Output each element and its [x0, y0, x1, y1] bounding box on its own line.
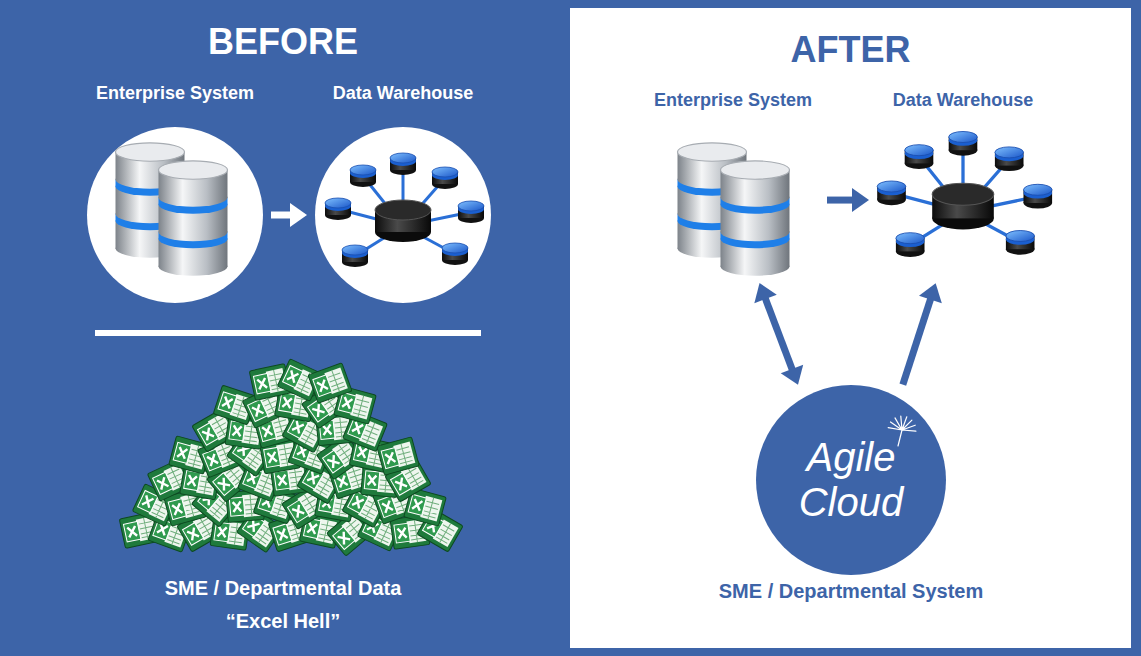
flow-arrow	[754, 283, 803, 385]
label-holder: “Excel Hell”	[0, 609, 566, 633]
arrow-head	[852, 188, 869, 212]
arrow-shaft	[827, 197, 854, 204]
system-heading: Data Warehouse	[333, 83, 473, 105]
system-heading: Enterprise System	[96, 83, 254, 105]
system-heading: Data Warehouse	[893, 90, 1033, 112]
heading-holder: Data Warehouse	[235, 83, 571, 105]
flow-arrow	[903, 283, 942, 384]
arrow-shaft	[903, 298, 931, 385]
panel-heading: AFTER	[570, 8, 1131, 70]
arrow-head	[290, 203, 307, 227]
system-group: Enterprise System	[643, 84, 823, 270]
flow-arrow	[827, 188, 869, 212]
after-panel: AFTER Enterprise System Data WarehouseAgil…	[570, 8, 1131, 648]
arrow-head	[781, 365, 803, 385]
cloud-name: Agile Cloud	[776, 435, 926, 525]
panel-heading: BEFORE	[0, 0, 566, 62]
arrow-shaft	[765, 297, 793, 371]
caption-label: “Excel Hell”	[226, 609, 341, 633]
label-holder: SME / Departmental Data	[0, 576, 566, 600]
system-circle: Data Warehouse	[315, 127, 491, 303]
system-heading: Enterprise System	[654, 90, 812, 112]
arrow-head	[754, 283, 776, 303]
system-heading: SME / Departmental System	[719, 579, 984, 603]
system-circle: Enterprise System	[87, 127, 263, 303]
flow-arrow	[271, 203, 307, 227]
cloud-circle: Agile CloudSME / Departmental System	[756, 385, 946, 575]
heading-holder: SME / Departmental System	[636, 579, 1066, 603]
before-panel: BEFOREEnterprise SystemData Warehouse	[0, 0, 566, 656]
arrow-head	[919, 283, 942, 303]
arrow-shaft	[271, 212, 292, 219]
caption-label: SME / Departmental Data	[165, 576, 402, 600]
system-group: Data Warehouse	[873, 84, 1053, 270]
heading-holder: Enterprise System	[7, 83, 343, 105]
